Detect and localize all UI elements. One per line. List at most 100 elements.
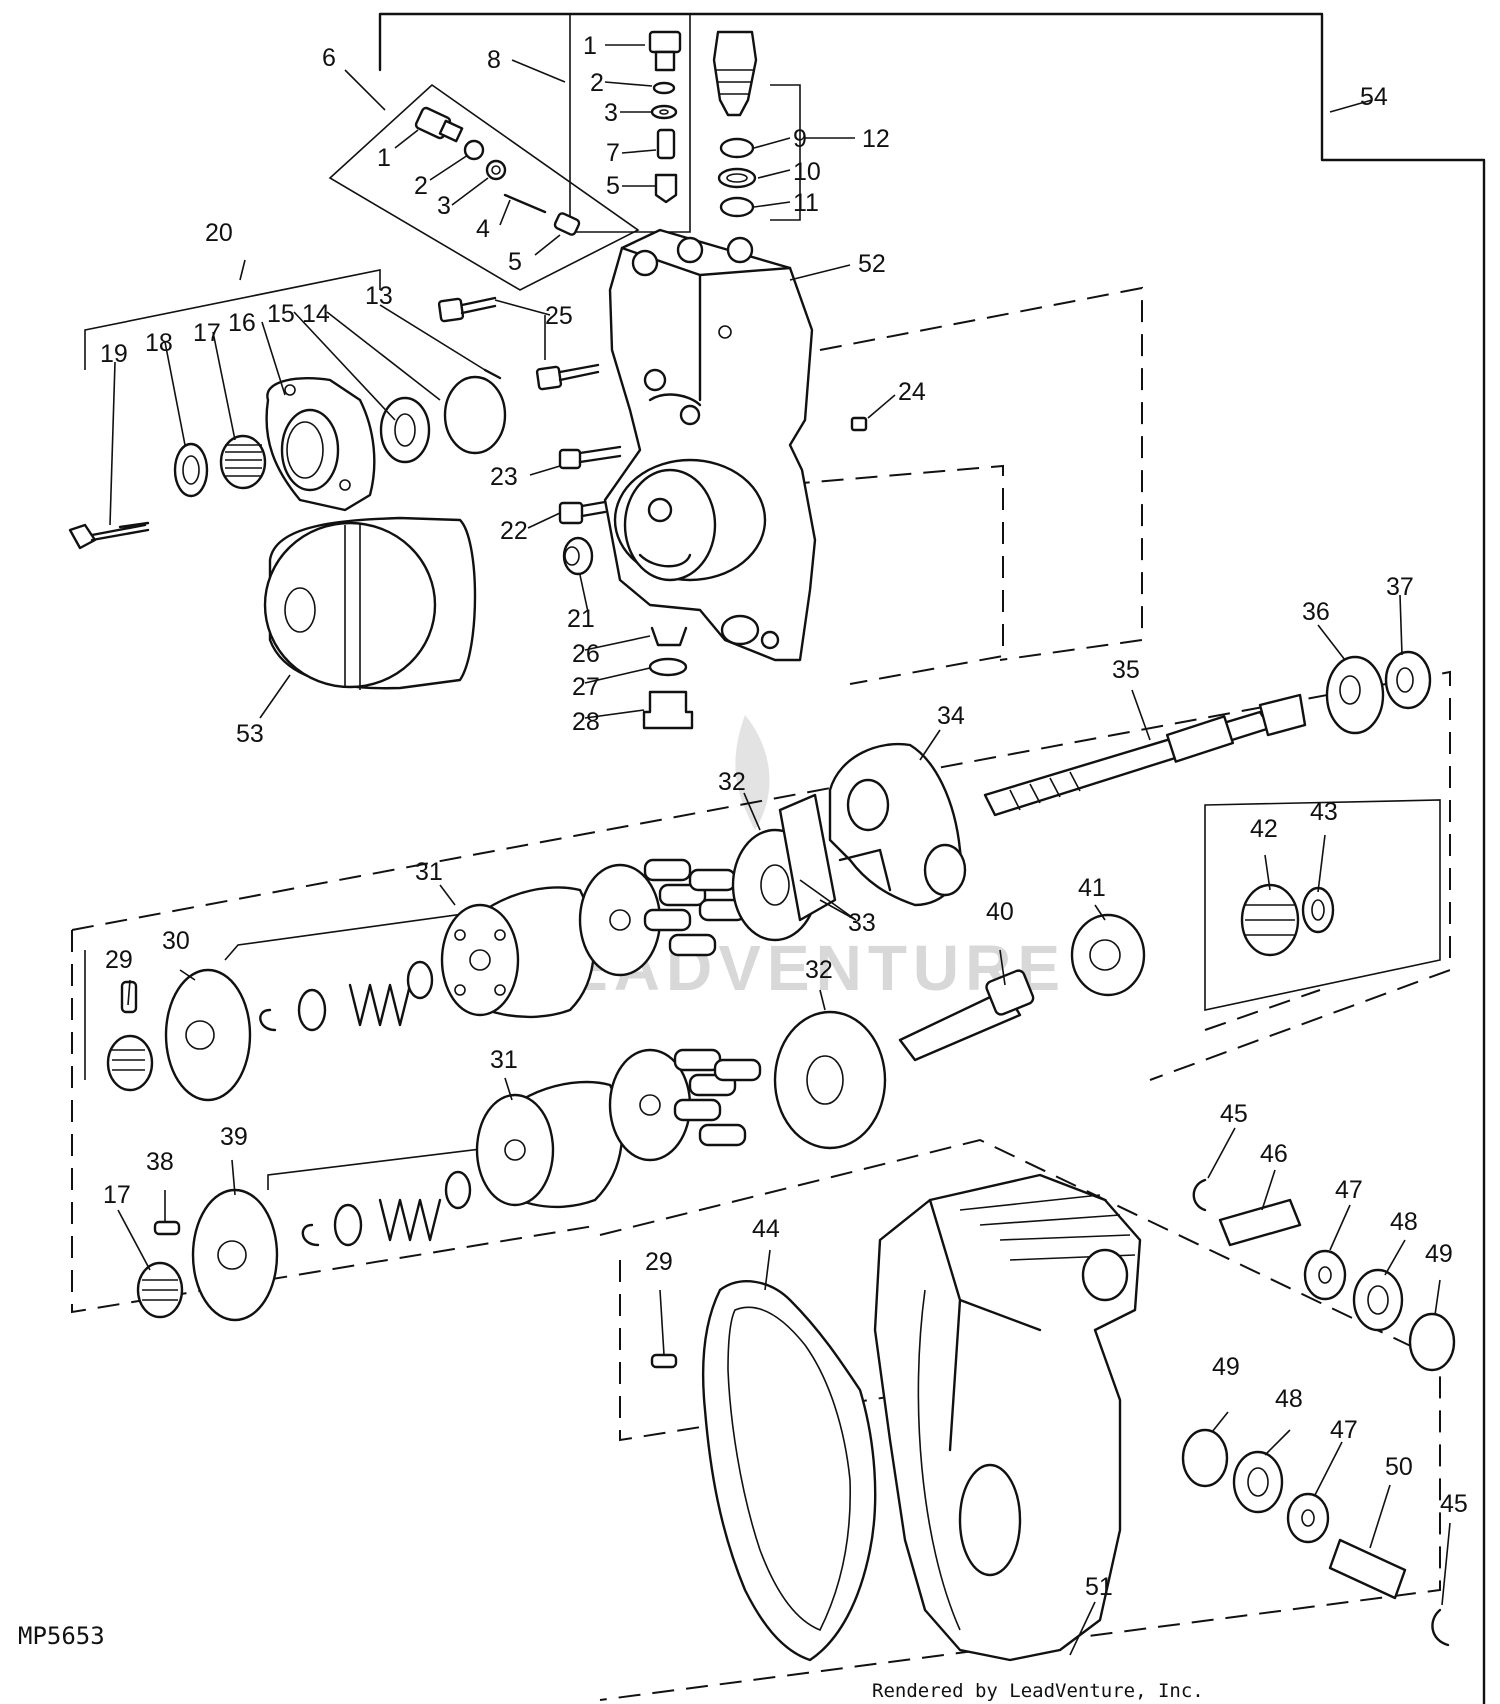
kit-8-parts <box>648 30 682 204</box>
thrust-washer-32-lower <box>773 1010 887 1150</box>
callout: 45 <box>1220 1100 1248 1128</box>
housing-51 <box>873 1173 1142 1662</box>
callout: 1 <box>377 144 391 172</box>
callout: 41 <box>1078 874 1106 902</box>
gasket-44 <box>701 1280 877 1662</box>
callout: 29 <box>105 946 133 974</box>
callout: 7 <box>606 139 620 167</box>
callout: 24 <box>898 378 926 406</box>
dash-shaft-area <box>1204 989 1321 1031</box>
group-brackets <box>84 13 1441 1190</box>
bearing-36-37 <box>1325 650 1432 735</box>
callout: 46 <box>1260 1140 1288 1168</box>
callout: 32 <box>718 768 746 796</box>
callout: 8 <box>487 46 501 74</box>
gasket-44-inner <box>727 1306 852 1632</box>
valve-housing-52 <box>603 228 817 662</box>
callout: 39 <box>220 1123 248 1151</box>
callout: 26 <box>572 640 600 668</box>
callout: 53 <box>236 720 264 748</box>
callout: 2 <box>590 69 604 97</box>
callout: 44 <box>752 1215 780 1243</box>
callout: 21 <box>567 605 595 633</box>
callout: 20 <box>205 219 233 247</box>
callout: 52 <box>858 250 886 278</box>
callout: 17 <box>193 319 221 347</box>
gear-42-43 <box>1240 883 1335 957</box>
callout: 22 <box>500 517 528 545</box>
callout: 23 <box>490 463 518 491</box>
callout: 37 <box>1386 573 1414 601</box>
shaft-35 <box>983 693 1307 817</box>
callout: 34 <box>937 702 965 730</box>
callout: 4 <box>476 215 490 243</box>
callout: 2 <box>414 172 428 200</box>
callout: 14 <box>302 300 330 328</box>
callout: 12 <box>862 125 890 153</box>
callout: 1 <box>583 32 597 60</box>
callout: 33 <box>848 909 876 937</box>
dash-bottom-inner <box>619 1260 901 1442</box>
dash-pump-enclosure <box>71 670 1451 1081</box>
callout: 18 <box>145 329 173 357</box>
callout: 48 <box>1390 1208 1418 1236</box>
callout: 28 <box>572 708 600 736</box>
callout: 40 <box>986 898 1014 926</box>
callout: 50 <box>1385 1453 1413 1481</box>
callout: 43 <box>1310 798 1338 826</box>
callout: 25 <box>545 302 573 330</box>
callout: 9 <box>793 125 807 153</box>
callout: 30 <box>162 927 190 955</box>
callout: 36 <box>1302 598 1330 626</box>
dash-pump-left <box>71 930 601 1314</box>
cover-16-assembly <box>68 368 507 550</box>
figure-code: MP5653 <box>18 1622 105 1650</box>
kit-6-parts <box>414 106 581 236</box>
callout: 54 <box>1360 83 1388 111</box>
leader-lines <box>109 44 1451 1656</box>
callout: 42 <box>1250 815 1278 843</box>
callout: 6 <box>322 44 336 72</box>
right-small-parts <box>650 1178 1456 1647</box>
rotating-group-lower <box>136 1048 762 1322</box>
callout: 31 <box>490 1046 518 1074</box>
callout: 19 <box>100 340 128 368</box>
callout: 3 <box>437 192 451 220</box>
callout: 10 <box>793 158 821 186</box>
callout: 31 <box>415 858 443 886</box>
callout: 51 <box>1085 1573 1113 1601</box>
thrust-washer-32-hole <box>806 1055 844 1105</box>
rotating-group-upper <box>259 793 837 1032</box>
callout: 17 <box>103 1181 131 1209</box>
outline-54 <box>378 12 1486 1704</box>
callout: 35 <box>1112 656 1140 684</box>
kit-12-parts <box>712 30 758 218</box>
swashplate-34 <box>828 742 967 907</box>
callout: 15 <box>267 300 295 328</box>
filter-53 <box>263 516 477 690</box>
callout: 47 <box>1335 1176 1363 1204</box>
dash-valve-housing <box>819 286 1143 661</box>
dash-pump-housing <box>719 464 1004 685</box>
callout: 49 <box>1425 1240 1453 1268</box>
end-plate-30 <box>106 968 252 1102</box>
callout: 3 <box>604 99 618 127</box>
callout: 16 <box>228 309 256 337</box>
callout: 38 <box>146 1148 174 1176</box>
callout: 13 <box>365 282 393 310</box>
fasteners <box>437 296 868 730</box>
callout: 11 <box>793 189 819 217</box>
callout: 29 <box>645 1248 673 1276</box>
callout: 49 <box>1212 1353 1240 1381</box>
credit-text: Rendered by LeadVenture, Inc. <box>872 1680 1204 1702</box>
callout: 47 <box>1330 1416 1358 1444</box>
shaft-40-bearing-41 <box>898 913 1146 1062</box>
callout: 5 <box>606 172 620 200</box>
callouts: 1 2 3 7 5 8 1 2 3 4 5 6 9 10 11 12 54 20… <box>100 32 1468 1601</box>
callout: 5 <box>508 248 522 276</box>
callout: 32 <box>805 956 833 984</box>
callout: 27 <box>572 673 600 701</box>
callout: 48 <box>1275 1385 1303 1413</box>
callout: 45 <box>1440 1490 1468 1518</box>
